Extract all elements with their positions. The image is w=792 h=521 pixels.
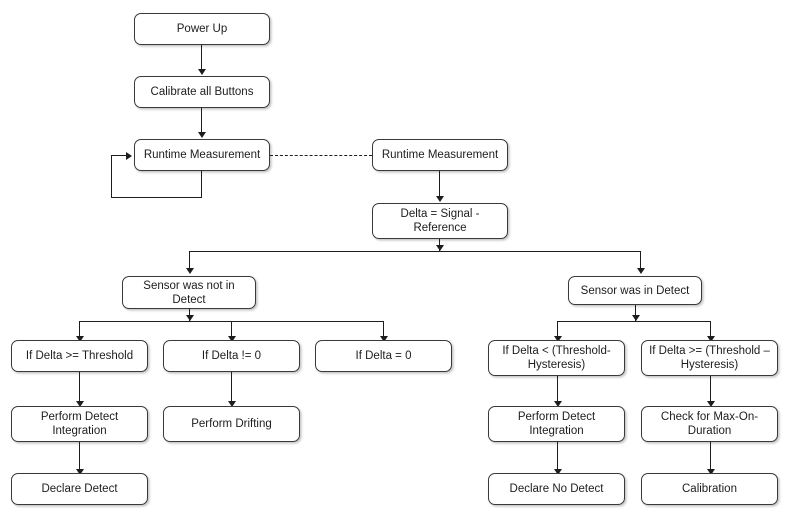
arrowhead-not-detect-into-bar bbox=[185, 315, 194, 321]
node-sensor-was-in-detect[interactable]: Sensor was in Detect bbox=[568, 276, 702, 305]
edge-runtime-right-to-delta bbox=[439, 171, 440, 198]
edge-calibrate-to-runtime-left bbox=[201, 108, 202, 134]
arrowhead-to-if-delta-ge-threshold bbox=[75, 336, 84, 342]
arrowhead-to-calibrate bbox=[197, 69, 206, 75]
node-if-delta-ge-threshold-hysteresis[interactable]: If Delta >= (Threshold – Hysteresis) bbox=[641, 340, 778, 376]
arrowhead-to-calibration bbox=[706, 469, 715, 475]
node-if-delta-lt-threshold-hysteresis[interactable]: If Delta < (Threshold-Hysteresis) bbox=[488, 340, 625, 376]
edge-branch-lt-hyst-drop bbox=[557, 321, 558, 340]
arrowhead-to-if-delta-ne-zero bbox=[227, 336, 236, 342]
node-if-delta-ge-threshold[interactable]: If Delta >= Threshold bbox=[11, 340, 148, 372]
arrowhead-to-perform-detect-integration-left bbox=[75, 401, 84, 407]
node-if-delta-ne-zero[interactable]: If Delta != 0 bbox=[163, 340, 300, 372]
edge-branch-eq-zero-drop bbox=[383, 321, 384, 340]
edge-in-detect-to-bar bbox=[635, 305, 636, 321]
arrowhead-to-perform-detect-integration-right bbox=[553, 401, 562, 407]
node-check-max-on-duration[interactable]: Check for Max-On-Duration bbox=[641, 406, 778, 442]
edge-branch-threshold-drop bbox=[79, 321, 80, 340]
node-perform-drifting[interactable]: Perform Drifting bbox=[163, 406, 300, 442]
node-declare-no-detect[interactable]: Declare No Detect bbox=[488, 473, 625, 505]
edge-max-on-duration-to-calibration bbox=[710, 442, 711, 471]
node-perform-detect-integration-right[interactable]: Perform Detect Integration bbox=[488, 406, 625, 442]
edge-ne-zero-to-drifting bbox=[231, 372, 232, 403]
edge-threshold-to-detect-integration bbox=[79, 372, 80, 403]
arrowhead-to-delta bbox=[435, 196, 444, 202]
arrowhead-in-detect-into-bar bbox=[631, 315, 640, 321]
node-power-up[interactable]: Power Up bbox=[134, 13, 270, 45]
arrowhead-delta-into-split bbox=[435, 245, 444, 251]
edge-power-up-to-calibrate bbox=[201, 45, 202, 71]
arrowhead-to-sensor-not-in-detect bbox=[185, 268, 194, 274]
edge-lt-hyst-to-detect-integration bbox=[557, 376, 558, 403]
node-if-delta-eq-zero[interactable]: If Delta = 0 bbox=[315, 340, 452, 372]
arrowhead-to-if-delta-eq-zero bbox=[379, 336, 388, 342]
arrowhead-to-declare-detect bbox=[75, 469, 84, 475]
edge-feedback-down bbox=[201, 171, 202, 198]
edge-branch-ge-hyst-drop bbox=[710, 321, 711, 340]
node-perform-detect-integration-left[interactable]: Perform Detect Integration bbox=[11, 406, 148, 442]
edge-dashed-runtime-link bbox=[270, 155, 372, 156]
edge-detect-integration-to-declare-detect bbox=[79, 442, 80, 471]
arrowhead-to-sensor-in-detect bbox=[636, 268, 645, 274]
node-calibrate-all-buttons[interactable]: Calibrate all Buttons bbox=[134, 76, 270, 108]
arrowhead-feedback-into-runtime-left bbox=[126, 151, 132, 160]
node-delta-calc[interactable]: Delta = Signal - Reference bbox=[372, 203, 508, 239]
arrowhead-to-declare-no-detect bbox=[553, 469, 562, 475]
edge-detect-integration-right-to-declare-no-detect bbox=[557, 442, 558, 471]
node-runtime-measurement-right[interactable]: Runtime Measurement bbox=[372, 139, 508, 171]
arrowhead-to-check-max-on-duration bbox=[706, 401, 715, 407]
node-calibration[interactable]: Calibration bbox=[641, 473, 778, 505]
arrowhead-to-if-delta-lt-thresh-hyst bbox=[553, 336, 562, 342]
edge-right-split-bar bbox=[557, 321, 711, 322]
edge-feedback-into-box bbox=[111, 155, 127, 156]
edge-main-split-bar bbox=[189, 251, 640, 252]
node-declare-detect[interactable]: Declare Detect bbox=[11, 473, 148, 505]
node-runtime-measurement-left[interactable]: Runtime Measurement bbox=[134, 139, 270, 171]
arrowhead-to-perform-drifting bbox=[227, 401, 236, 407]
node-sensor-was-not-in-detect[interactable]: Sensor was not in Detect bbox=[122, 276, 256, 309]
arrowhead-to-runtime-left bbox=[197, 132, 206, 138]
edge-ge-hyst-to-max-on-duration bbox=[710, 376, 711, 403]
edge-split-left-drop bbox=[189, 251, 190, 270]
edge-feedback-up bbox=[111, 155, 112, 198]
edge-branch-ne-zero-drop bbox=[231, 321, 232, 340]
edge-split-right-drop bbox=[640, 251, 641, 270]
edge-feedback-left bbox=[111, 197, 202, 198]
arrowhead-to-if-delta-ge-thresh-hyst bbox=[706, 336, 715, 342]
